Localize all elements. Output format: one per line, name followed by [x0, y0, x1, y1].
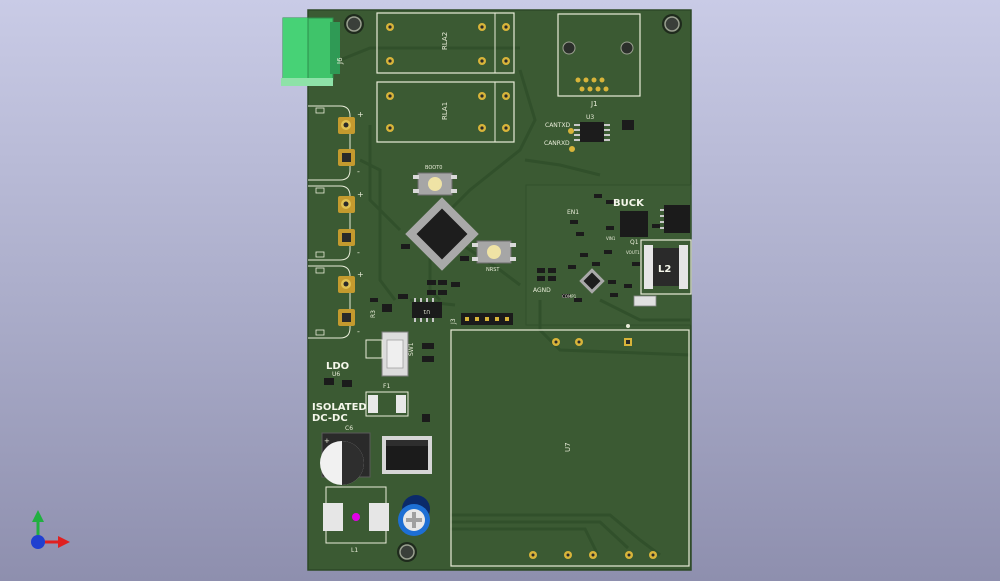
smd-passives: [324, 194, 660, 422]
label-rla1: RLA1: [441, 102, 449, 120]
power-connector-3[interactable]: [308, 265, 355, 339]
testpoint-canrxd[interactable]: [569, 146, 575, 152]
pin-minus-1: -: [357, 167, 360, 176]
label-dcdc: DC-DC: [312, 413, 348, 424]
label-u1: U1: [423, 308, 430, 314]
ic-u1[interactable]: [412, 298, 442, 322]
pin-minus-3: -: [357, 327, 360, 336]
label-cantxd: CANTXD: [545, 122, 571, 129]
mosfet-q1[interactable]: [620, 211, 648, 237]
module-u7[interactable]: [450, 329, 690, 567]
switch-sw1[interactable]: [365, 331, 409, 377]
label-buck: BUCK: [613, 198, 645, 209]
label-f1: F1: [383, 383, 390, 390]
label-isolated: ISOLATED: [312, 402, 367, 413]
resistor-r3[interactable]: [382, 304, 392, 312]
label-vout1: VOUT1: [626, 250, 640, 255]
pin-plus-2: +: [357, 190, 364, 199]
mounting-holes: [344, 14, 682, 562]
diode-smd[interactable]: [382, 436, 432, 474]
relay-rla2[interactable]: [376, 12, 515, 74]
fuse-f1[interactable]: [365, 391, 409, 417]
label-u6: U6: [332, 371, 340, 378]
label-l1: L1: [351, 547, 358, 554]
label-r3: R3: [370, 310, 377, 318]
power-connector-1[interactable]: [308, 105, 355, 181]
label-j3: J3: [450, 318, 457, 325]
label-u3: U3: [586, 114, 594, 121]
connector-j1[interactable]: [557, 13, 641, 97]
inductor-l1[interactable]: [323, 486, 389, 544]
label-sw1: SW1: [408, 342, 415, 356]
small-ic-near-u3[interactable]: [622, 120, 634, 130]
pin-minus-2: -: [357, 248, 360, 257]
label-q1: Q1: [630, 239, 639, 246]
label-nrst: NRST: [486, 267, 500, 273]
pin1-marker: [626, 324, 630, 328]
button-nrst[interactable]: [472, 240, 516, 264]
inductor-l2[interactable]: [640, 239, 692, 295]
capacitor-c6[interactable]: [320, 432, 371, 485]
label-ldo: LDO: [326, 361, 349, 372]
buck-controller-qfn[interactable]: [579, 268, 605, 294]
button-boot0[interactable]: [413, 172, 457, 196]
ic-u3[interactable]: [574, 122, 610, 142]
relay-rla1[interactable]: [376, 81, 515, 143]
label-j1: J1: [590, 100, 598, 108]
testpoint-cantxd[interactable]: [568, 128, 574, 134]
label-l2: L2: [658, 264, 671, 275]
power-connector-2[interactable]: [308, 185, 355, 261]
label-agnd: AGND: [533, 287, 551, 294]
label-en1: EN1: [567, 209, 579, 216]
pin-plus-1: +: [357, 110, 364, 119]
label-u7: U7: [564, 442, 572, 452]
label-vin1: VIN1: [606, 236, 616, 241]
xyz-axes-icon: [31, 510, 70, 549]
trimmer-potentiometer[interactable]: [398, 495, 430, 536]
label-c6: C6: [345, 425, 353, 432]
header-j3[interactable]: [461, 313, 513, 325]
terminal-block-j6[interactable]: [281, 17, 340, 86]
label-boot0: BOOT0: [425, 165, 442, 171]
pin-plus-c6: +: [324, 437, 330, 445]
label-rla2: RLA2: [441, 32, 449, 50]
buck-ic[interactable]: [660, 205, 690, 233]
label-comp1: COMP1: [562, 294, 577, 299]
copper-traces: [339, 46, 691, 557]
label-canrxd: CANRXD: [544, 140, 570, 147]
pin-plus-3: +: [357, 270, 364, 279]
mcu-qfp[interactable]: [405, 197, 479, 271]
output-capacitor[interactable]: [633, 295, 657, 307]
label-j6: J6: [336, 57, 344, 65]
